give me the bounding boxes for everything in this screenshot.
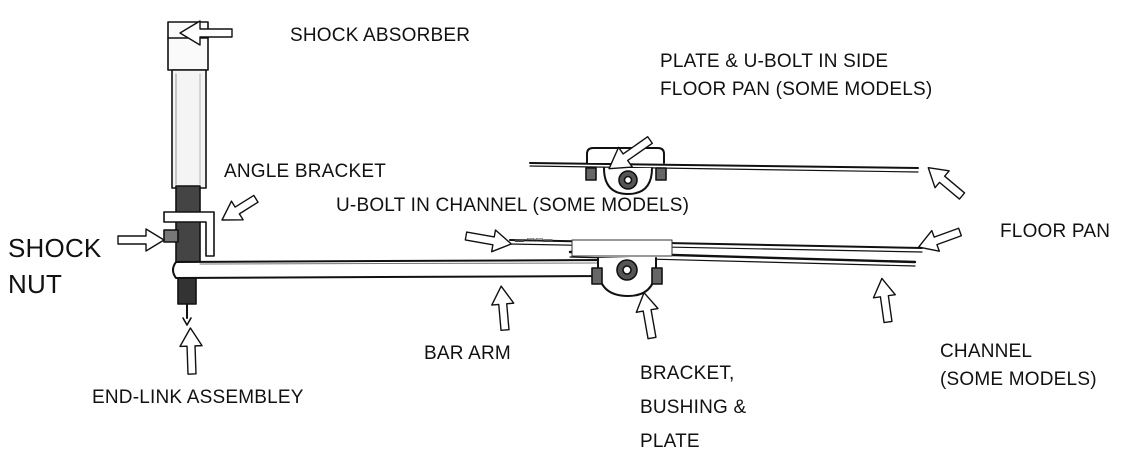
svg-text:▬ ▭▭▬: ▬ ▭▭▬	[515, 234, 553, 244]
label-angle-bracket: ANGLE BRACKET	[224, 161, 387, 182]
label-shock-nut-2: NUT	[8, 269, 63, 299]
shock-absorber	[167, 21, 209, 326]
channel: ▬ ▭▭▬	[509, 234, 923, 267]
label-bracket-2: BUSHING &	[640, 397, 747, 418]
label-ubolt-channel: U-BOLT IN CHANNEL (SOME MODELS)	[336, 195, 690, 216]
bar-arm	[172, 259, 611, 279]
label-bracket-3: PLATE	[640, 431, 700, 452]
label-channel-1: CHANNEL	[940, 341, 1033, 362]
lower-bushing-bracket	[591, 257, 663, 297]
label-shock-absorber: SHOCK ABSORBER	[290, 25, 471, 46]
label-channel-2: (SOME MODELS)	[940, 369, 1097, 390]
pointer-arrows	[117, 20, 966, 375]
label-plate-ubolt-1: PLATE & U-BOLT IN SIDE	[660, 51, 889, 72]
label-end-link: END-LINK ASSEMBLEY	[92, 387, 304, 408]
label-bracket-1: BRACKET,	[640, 363, 735, 384]
label-floor-pan: FLOOR PAN	[1000, 221, 1111, 242]
label-bar-arm: BAR ARM	[424, 343, 511, 364]
upper-plate-ubolt	[585, 147, 667, 195]
floor-pan	[529, 162, 919, 173]
label-shock-nut-1: SHOCK	[8, 233, 102, 263]
angle-bracket	[163, 211, 215, 257]
label-plate-ubolt-2: FLOOR PAN (SOME MODELS)	[660, 79, 933, 100]
